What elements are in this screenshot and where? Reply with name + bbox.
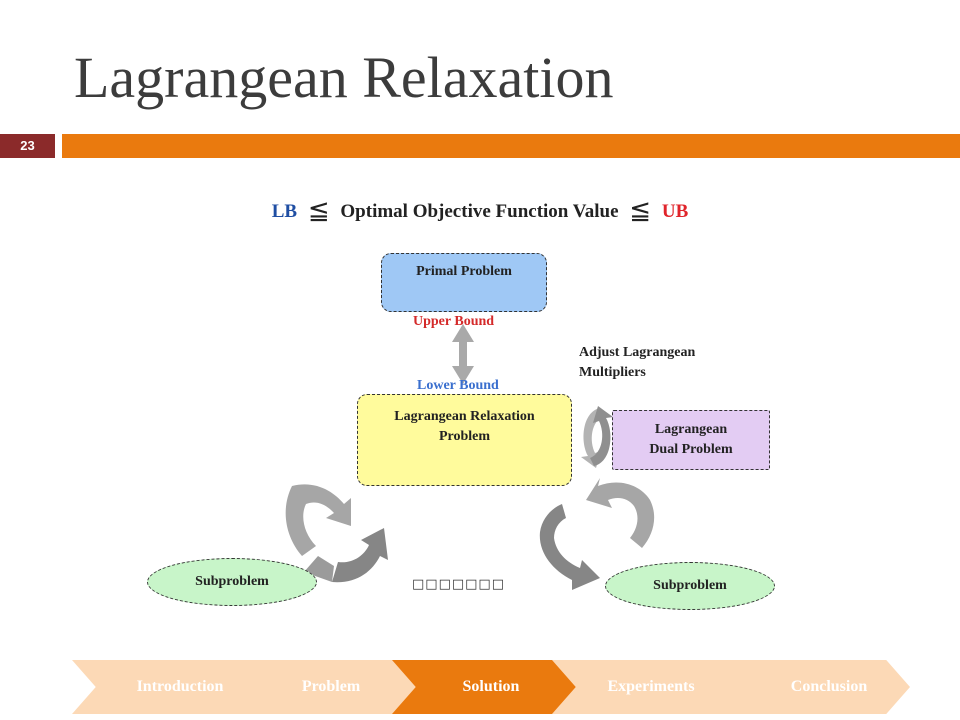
nav-solution[interactable]: Solution [392, 660, 590, 714]
ub-label: UB [661, 201, 689, 222]
bound-inequality: LB ≦ Optimal Objective Function Value ≦ … [0, 196, 960, 226]
section-nav: Introduction Problem Solution Experiment… [0, 660, 960, 720]
adjust-line-1: Adjust Lagrangean [579, 345, 696, 360]
lagrangean-dual-box: Lagrangean Dual Problem [612, 410, 770, 470]
nav-label: Conclusion [790, 678, 868, 695]
subproblem-right: Subproblem [605, 562, 775, 610]
adjust-multipliers-label: Adjust Lagrangean Multipliers [579, 343, 695, 383]
slide-number: 23 [0, 134, 55, 158]
nav-label: Introduction [136, 678, 224, 695]
primal-problem-label: Primal Problem [416, 264, 512, 279]
lb-label: LB [271, 201, 298, 222]
nav-introduction[interactable]: Introduction [72, 660, 270, 714]
adjust-line-2: Multipliers [579, 365, 646, 380]
nav-label: Experiments [607, 678, 695, 695]
less-equal-symbol: ≦ [307, 196, 330, 225]
upper-bound-label: Upper Bound [413, 314, 495, 329]
nav-problem[interactable]: Problem [232, 660, 430, 714]
subproblem-left-label: Subproblem [195, 574, 269, 589]
dual-line-1: Lagrangean [654, 422, 728, 437]
lagrangean-relaxation-box: Lagrangean Relaxation Problem [357, 394, 572, 486]
lr-line-1: Lagrangean Relaxation [394, 409, 535, 424]
lower-bound-label: Lower Bound [417, 378, 499, 393]
slide-title: Lagrangean Relaxation [74, 45, 614, 110]
nav-label: Solution [462, 678, 520, 695]
subproblem-left: Subproblem [147, 558, 317, 606]
nav-label: Problem [301, 678, 361, 695]
cycle-arrows-icon [581, 406, 613, 468]
double-arrow-icon [452, 324, 474, 384]
dual-line-2: Dual Problem [649, 442, 733, 457]
objective-text: Optimal Objective Function Value [340, 201, 619, 222]
nav-experiments[interactable]: Experiments [552, 660, 750, 714]
primal-problem-box: Primal Problem [381, 253, 547, 312]
subproblem-right-label: Subproblem [653, 578, 727, 593]
cycle-arrows-left-icon [285, 484, 388, 583]
cycle-arrows-right-icon [539, 478, 655, 590]
nav-conclusion[interactable]: Conclusion [712, 660, 910, 714]
less-equal-symbol: ≦ [629, 196, 652, 225]
ellipsis-placeholder: □□□□□□□ [412, 577, 505, 592]
lr-line-2: Problem [438, 429, 491, 444]
header-bar [62, 134, 960, 158]
